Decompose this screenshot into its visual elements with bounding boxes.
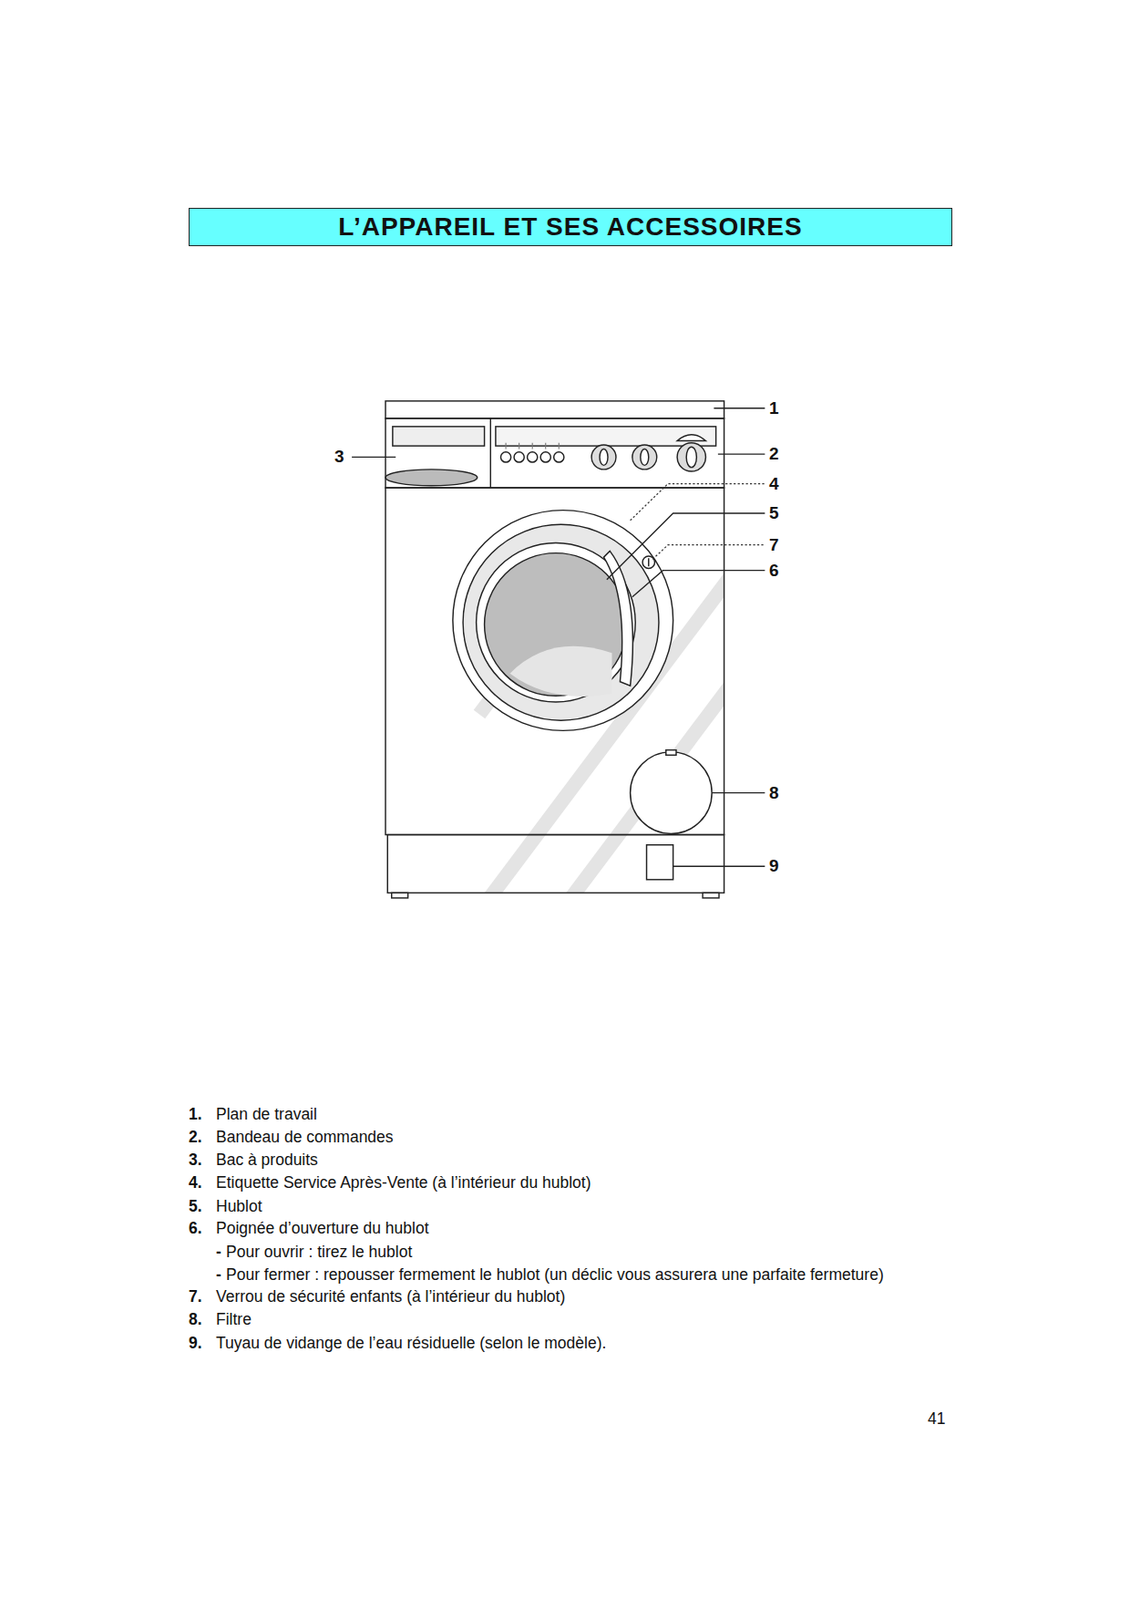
list-text: Etiquette Service Après-Vente (à l’intér… <box>215 1172 591 1192</box>
list-text: Plan de travail <box>215 1104 318 1123</box>
list-number: 7. <box>188 1286 203 1305</box>
callout-number: 9 <box>769 855 780 876</box>
list-dash: - <box>215 1242 222 1261</box>
title-band: L’APPAREIL ET SES ACCESSOIRES <box>188 207 953 247</box>
list-number: 2. <box>188 1127 203 1146</box>
list-dash: - <box>215 1264 222 1284</box>
list-text: Verrou de sécurité enfants (à l’intérieu… <box>215 1286 565 1305</box>
callout-number: 4 <box>769 473 780 494</box>
list-text: Hublot <box>215 1196 263 1215</box>
callout-number: 6 <box>769 560 780 581</box>
list-text: Pour ouvrir : tirez le hublot <box>226 1242 412 1261</box>
list-text: Tuyau de vidange de l’eau résiduelle (se… <box>215 1333 607 1352</box>
callout-number: 1 <box>769 398 780 419</box>
callout-number: 8 <box>769 782 780 803</box>
list-text: Poignée d’ouverture du hublot <box>215 1218 430 1237</box>
list-number: 6. <box>188 1218 203 1237</box>
page-title: L’APPAREIL ET SES ACCESSOIRES <box>338 212 802 242</box>
list-number: 5. <box>188 1196 203 1215</box>
page-number: 41 <box>927 1408 946 1428</box>
list-number: 4. <box>188 1172 203 1192</box>
list-text: Filtre <box>215 1309 252 1328</box>
callout-number: 5 <box>769 503 780 524</box>
list-text: Bandeau de commandes <box>215 1127 394 1146</box>
list-number: 8. <box>188 1309 203 1328</box>
list-text: Pour fermer : repousser fermement le hub… <box>226 1264 884 1284</box>
callout-number: 7 <box>769 534 780 555</box>
callout-number: 2 <box>769 443 780 464</box>
list-number: 9. <box>188 1333 203 1352</box>
callout-number: 3 <box>334 446 345 467</box>
list-text: Bac à produits <box>215 1150 319 1169</box>
list-number: 3. <box>188 1150 203 1169</box>
list-number: 1. <box>188 1104 203 1123</box>
